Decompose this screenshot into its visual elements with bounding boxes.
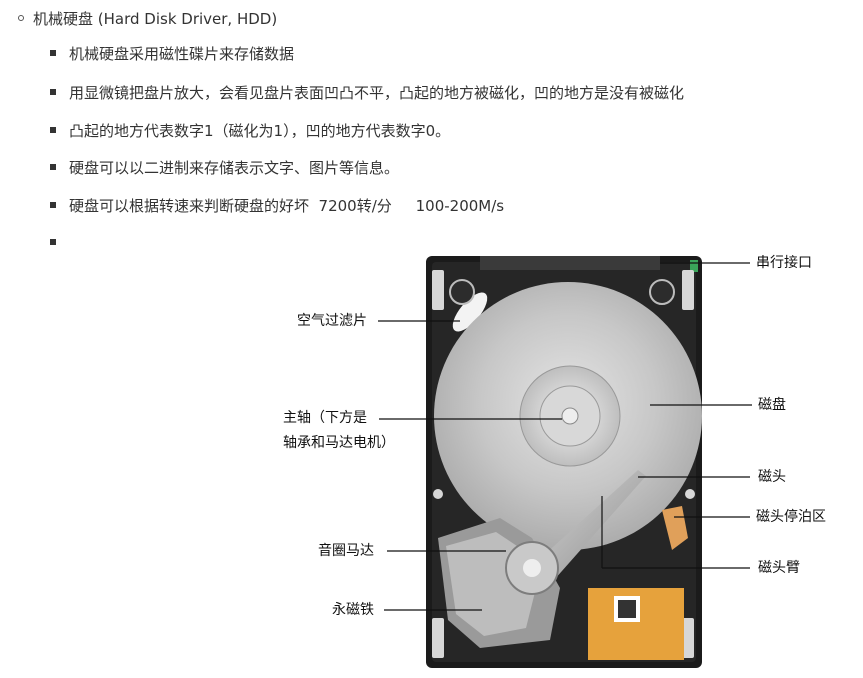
label-spindle-line2: 轴承和马达电机） (283, 435, 395, 451)
outer-item-label: 机械硬盘 (Hard Disk Driver, HDD) (33, 9, 278, 28)
label-platter: 磁盘 (758, 397, 786, 413)
sub-list-item: 凸起的地方代表数字1（磁化为1），凹的地方代表数字0。 (50, 118, 450, 142)
sub-list-item (50, 230, 69, 254)
label-serial-interface: 串行接口 (756, 255, 812, 271)
sub-item-text: 凸起的地方代表数字1（磁化为1），凹的地方代表数字0。 (69, 121, 451, 140)
square-bullet-icon (50, 239, 56, 245)
head-arm (532, 470, 646, 580)
sub-item-text: 用显微镜把盘片放大，会看见盘片表面凹凸不平，凸起的地方被磁化，凹的地方是没有被磁… (69, 83, 685, 102)
label-permanent-magnet: 永磁铁 (332, 602, 374, 618)
label-spindle-line1: 主轴（下方是 (283, 410, 367, 426)
square-bullet-icon (50, 127, 56, 133)
air-filter (452, 292, 488, 332)
sub-item-text: 机械硬盘采用磁性碟片来存储数据 (69, 44, 295, 63)
label-head: 磁头 (758, 469, 786, 485)
spindle (561, 407, 579, 425)
square-bullet-icon (50, 202, 56, 208)
sub-item-text: 硬盘可以以二进制来存储表示文字、图片等信息。 (69, 158, 400, 177)
label-head-parking: 磁头停泊区 (756, 509, 826, 525)
sub-list-item: 机械硬盘采用磁性碟片来存储数据 (50, 41, 294, 65)
outer-list-item: 机械硬盘 (Hard Disk Driver, HDD) (18, 6, 277, 30)
label-head-arm: 磁头臂 (758, 560, 800, 576)
sub-list-item: 硬盘可以根据转速来判断硬盘的好坏 7200转/分 100-200M/s (50, 193, 504, 217)
serial-interface-connector (480, 256, 660, 270)
sub-list-item: 硬盘可以以二进制来存储表示文字、图片等信息。 (50, 155, 399, 179)
hollow-circle-bullet-icon (18, 15, 24, 21)
sub-item-text: 硬盘可以根据转速来判断硬盘的好坏 7200转/分 100-200M/s (69, 196, 505, 215)
square-bullet-icon (50, 89, 56, 95)
square-bullet-icon (50, 164, 56, 170)
sub-list-item: 用显微镜把盘片放大，会看见盘片表面凹凸不平，凸起的地方被磁化，凹的地方是没有被磁… (50, 80, 684, 104)
hard-disk-illustration (378, 256, 752, 668)
label-air-filter: 空气过滤片 (297, 313, 367, 329)
hard-disk-diagram: 串行接口 空气过滤片 主轴（下方是 轴承和马达电机） 磁盘 磁头 磁头停泊区 音… (270, 248, 850, 673)
square-bullet-icon (50, 50, 56, 56)
label-voice-coil-motor: 音圈马达 (318, 543, 374, 559)
